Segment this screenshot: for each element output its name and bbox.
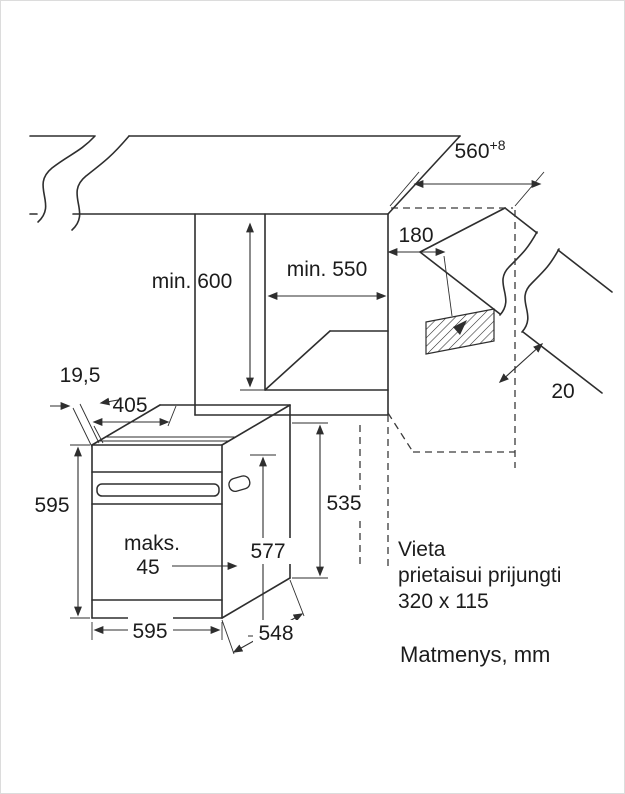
control-detail — [228, 475, 251, 493]
dim-front-frame-depth-label: 19,5 — [60, 364, 101, 387]
dim-body-height-label: 577 — [250, 540, 285, 563]
oven-drawing — [91, 404, 291, 619]
dim-opening-height: min. 600 — [152, 222, 268, 391]
dim-top-recess-depth-label: 405 — [112, 394, 147, 417]
dim-rear-height: 535 — [292, 422, 368, 579]
dim-rear-gap-label: 20 — [551, 380, 574, 403]
dim-rear-gap: 20 — [498, 343, 575, 403]
units-note: Matmenys, mm — [400, 642, 550, 667]
connection-space-line1: Vieta — [398, 538, 446, 561]
worktop-drawing — [29, 135, 461, 231]
dim-opening-depth: min. 550 — [267, 258, 387, 300]
dim-body-depth-label: 548 — [258, 622, 293, 645]
dim-front-width: 595 — [91, 617, 223, 643]
dim-niche-width-label: 560+8 — [454, 137, 505, 163]
connection-space-size: 320 x 115 — [398, 590, 489, 613]
dim-top-recess-depth: 405 — [92, 394, 177, 444]
connection-area-marker — [453, 320, 467, 335]
dim-door-protrusion-value: 45 — [136, 556, 159, 579]
dim-rear-height-label: 535 — [326, 492, 361, 515]
oven-handle — [96, 483, 220, 497]
dim-rear-panel-distance: 180 — [387, 224, 453, 317]
dim-front-width-label: 595 — [132, 620, 167, 643]
counter-section-right — [419, 207, 613, 394]
dim-front-height: 595 — [34, 444, 90, 619]
dim-body-depth: 548 — [221, 579, 305, 655]
cabinet-opening-drawing — [194, 213, 389, 416]
niche-hidden-outline — [359, 207, 516, 568]
connection-area-hatch — [425, 308, 495, 355]
connection-space-line2: prietaisui prijungti — [398, 564, 561, 587]
connection-space-note: Vieta prietaisui prijungti 320 x 115 — [398, 538, 561, 613]
dim-niche-width: 560+8 — [389, 137, 545, 207]
dim-door-protrusion: maks. 45 — [124, 532, 238, 579]
dim-opening-height-label: min. 600 — [152, 270, 233, 293]
dim-opening-depth-label: min. 550 — [287, 258, 368, 281]
dim-body-height: 577 — [244, 454, 291, 637]
dim-door-protrusion-word: maks. — [124, 532, 180, 555]
dim-front-height-label: 595 — [34, 494, 69, 517]
dim-front-frame-depth: 19,5 — [50, 364, 119, 448]
dim-rear-panel-distance-label: 180 — [398, 224, 433, 247]
